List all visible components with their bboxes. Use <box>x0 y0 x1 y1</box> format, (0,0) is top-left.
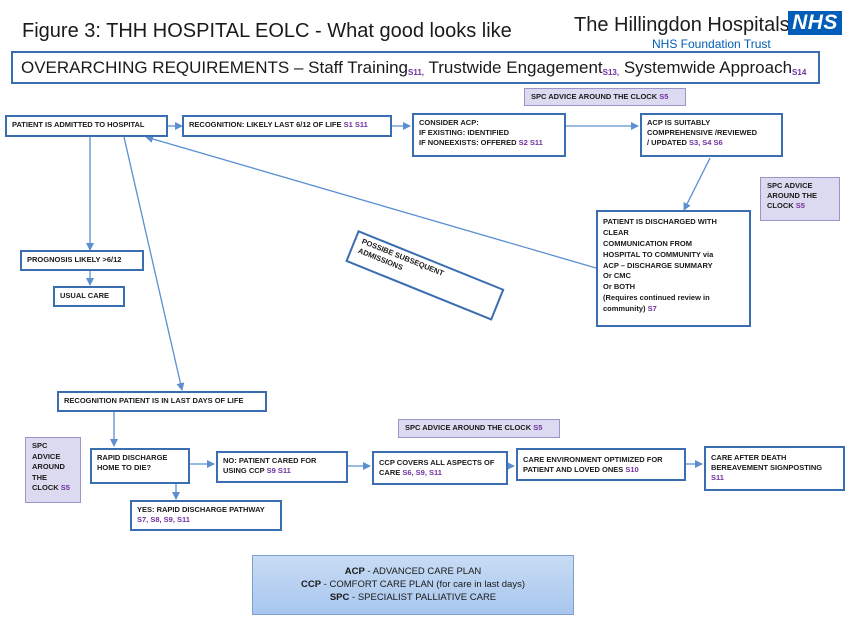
box-label: PATIENT IS DISCHARGED WITH <box>603 217 717 226</box>
spc-advice-top: SPC ADVICE AROUND THE CLOCK S5 <box>524 88 686 106</box>
spc-label: AROUND THE <box>767 191 817 201</box>
box-label: ACP IS SUITABLY <box>647 118 711 127</box>
legend-definition: - ADVANCED CARE PLAN <box>364 566 482 577</box>
box-label: CONSIDER ACP: <box>419 118 479 127</box>
standard-ref: S7, S8, S9, S11 <box>137 515 190 525</box>
standard-ref: S5 <box>795 201 805 211</box>
box-label: YES: RAPID DISCHARGE PATHWAY <box>137 505 265 514</box>
arrow-discharged-to-admitted <box>145 135 597 269</box>
standard-ref: S1 S11 <box>343 120 368 129</box>
box-label: PROGNOSIS LIKELY >6/12 <box>27 255 122 264</box>
box-label: NO: PATIENT CARED FOR <box>223 456 317 465</box>
spc-label: AROUND <box>32 462 65 471</box>
spc-label: CLOCK <box>767 201 796 211</box>
spc-label: SPC ADVICE <box>767 181 813 190</box>
box-label: PATIENT AND LOVED ONES <box>523 465 626 475</box>
box-label: PATIENT IS ADMITTED TO HOSPITAL <box>12 120 145 129</box>
arrow-acp-to-discharged <box>683 157 711 211</box>
box-label: CLEAR <box>603 227 629 237</box>
standard-ref: S5 <box>533 423 543 432</box>
legend-definition: - COMFORT CARE PLAN (for care in last da… <box>321 579 525 591</box>
box-label: / UPDATED <box>647 138 689 148</box>
box-label: BEREAVEMENT SIGNPOSTING <box>711 463 823 473</box>
standard-ref: S9 S11 <box>266 466 291 476</box>
box-label: CARE <box>379 468 403 478</box>
standard-ref: S5 <box>60 483 70 492</box>
spc-label: SPC ADVICE AROUND THE CLOCK <box>531 92 660 101</box>
spc-label: SPC <box>32 441 48 450</box>
box-label: COMMUNICATION FROM <box>603 238 693 248</box>
abbreviation-legend: ACP - ADVANCED CARE PLAN CCP - COMFORT C… <box>252 555 574 615</box>
box-label: HOME TO DIE? <box>97 463 152 473</box>
box-label: CARE ENVIRONMENT OPTIMIZED FOR <box>523 455 663 464</box>
spc-advice-middle: SPC ADVICE AROUND THE CLOCK S5 <box>398 419 560 438</box>
box-label: USUAL CARE <box>60 291 110 300</box>
overarching-item-trustwide: Trustwide Engagement <box>424 58 603 77</box>
standard-ref: S10 <box>625 465 639 475</box>
overarching-ref: S11, <box>408 68 425 77</box>
standard-ref: S2 S11 <box>518 138 543 148</box>
box-label: CCP COVERS ALL ASPECTS OF <box>379 458 495 467</box>
box-label: HOSPITAL TO COMMUNITY via <box>603 249 714 259</box>
box-recognition-last-6-months: RECOGNITION: LIKELY LAST 6/12 OF LIFE S1… <box>182 115 392 137</box>
trust-name: The Hillingdon Hospitals <box>574 14 790 36</box>
box-label: RAPID DISCHARGE <box>97 453 168 462</box>
standard-ref: S3, S4 S6 <box>688 138 723 148</box>
box-label: COMPREHENSIVE /REVIEWED <box>647 128 758 138</box>
box-label: Or BOTH <box>603 282 636 292</box>
standard-ref: S11 <box>711 473 724 483</box>
legend-row-spc: SPC - SPECIALIST PALLIATIVE CARE <box>253 591 573 604</box>
overarching-lead: OVERARCHING REQUIREMENTS – <box>21 58 309 77</box>
box-label: IF NONEEXISTS: OFFERED <box>419 138 519 148</box>
spc-label: SPC ADVICE AROUND THE CLOCK <box>405 423 534 432</box>
box-label: USING CCP <box>223 466 267 476</box>
overarching-item-systemwide: Systemwide Approach <box>619 58 793 77</box>
legend-row-ccp: CCP - COMFORT CARE PLAN (for care in las… <box>253 578 573 591</box>
legend-definition: - SPECIALIST PALLIATIVE CARE <box>349 592 497 604</box>
box-patient-admitted: PATIENT IS ADMITTED TO HOSPITAL <box>5 115 168 137</box>
legend-row-acp: ACP - ADVANCED CARE PLAN <box>253 565 573 578</box>
box-usual-care: USUAL CARE <box>53 286 125 307</box>
page-title: Figure 3: THH HOSPITAL EOLC - What good … <box>22 20 512 42</box>
standard-ref: S6, S9, S11 <box>402 468 442 478</box>
legend-abbr: CCP <box>300 579 322 591</box>
legend-abbr: SPC <box>329 592 350 604</box>
box-label: RECOGNITION: LIKELY LAST 6/12 OF LIFE <box>189 120 344 129</box>
spc-label: ADVICE <box>32 451 61 461</box>
box-label: Or CMC <box>603 271 631 281</box>
spc-label: THE <box>32 472 47 482</box>
arrow-admitted-to-last-days <box>123 136 185 391</box>
standard-ref: S7 <box>647 304 657 313</box>
box-label: IF EXISTING: IDENTIFIED <box>419 128 510 138</box>
overarching-ref: S13, <box>602 68 620 77</box>
nhs-logo: NHS <box>788 11 842 35</box>
box-label: RECOGNITION PATIENT IS IN LAST DAYS OF L… <box>64 396 244 405</box>
box-recognition-last-days: RECOGNITION PATIENT IS IN LAST DAYS OF L… <box>57 391 267 412</box>
box-label: ACP – DISCHARGE SUMMARY <box>603 260 713 270</box>
standard-ref: S5 <box>659 92 669 101</box>
box-label: (Requires continued review in <box>603 293 710 303</box>
legend-abbr: ACP <box>344 566 365 577</box>
box-prognosis-over-6-months: PROGNOSIS LIKELY >6/12 <box>20 250 144 271</box>
trust-subtitle: NHS Foundation Trust <box>652 37 771 51</box>
overarching-ref: S14 <box>792 68 807 77</box>
box-label: CARE AFTER DEATH <box>711 453 787 462</box>
spc-label: CLOCK <box>32 483 61 492</box>
box-label: community) <box>603 304 648 313</box>
overarching-requirements: OVERARCHING REQUIREMENTS – Staff Trainin… <box>11 51 820 84</box>
overarching-item-staff-training: Staff Training <box>308 58 409 77</box>
